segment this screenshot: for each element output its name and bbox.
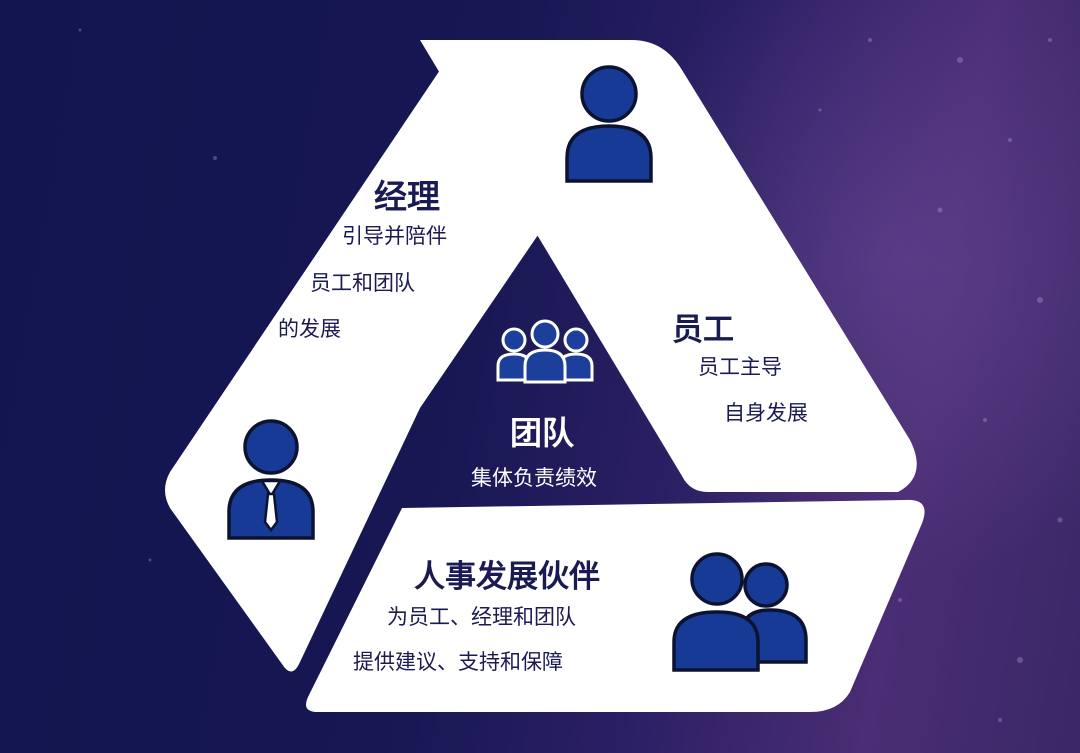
hr-partner-line-1: 为员工、经理和团队	[387, 605, 576, 629]
employee-panel	[420, 40, 917, 492]
employee-person-icon	[565, 65, 653, 183]
manager-title: 经理	[374, 177, 440, 216]
employee-line-1: 员工主导	[698, 355, 782, 379]
team-subtitle: 集体负责绩效	[471, 466, 597, 490]
manager-line-1: 引导并陪伴	[342, 224, 447, 248]
manager-person-tie-icon	[227, 419, 315, 540]
hr-partner-title: 人事发展伙伴	[414, 559, 600, 595]
employee-line-2: 自身发展	[724, 401, 808, 425]
background-speckles	[78, 28, 1063, 722]
employee-title: 员工	[672, 312, 734, 348]
team-title: 团队	[510, 414, 575, 452]
manager-line-2: 员工和团队	[310, 271, 415, 295]
hr-partner-line-2: 提供建议、支持和保障	[353, 650, 563, 674]
hr-two-people-icon	[672, 552, 808, 672]
team-group-icon	[496, 319, 594, 384]
manager-line-3: 的发展	[278, 317, 341, 341]
